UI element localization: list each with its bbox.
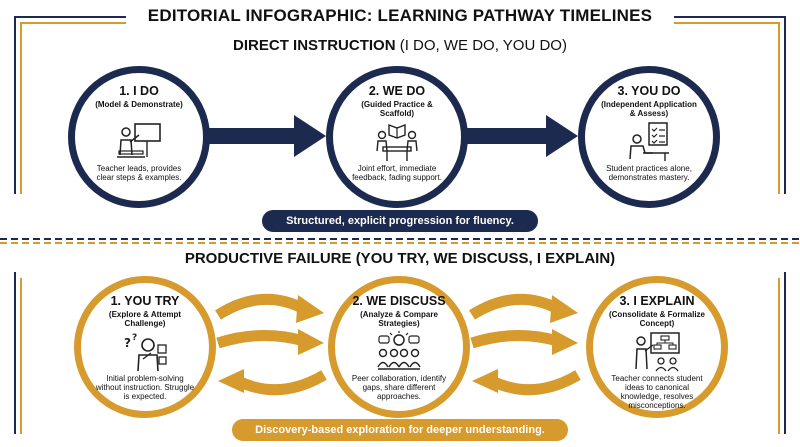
direct-heading-light: (I DO, WE DO, YOU DO) bbox=[399, 37, 567, 54]
teacher-presenting-icon bbox=[117, 123, 161, 158]
step-subtitle: (Guided Practice & Scaffold) bbox=[361, 100, 433, 118]
group-table-icon bbox=[376, 123, 418, 161]
frame-bottom-right-navy bbox=[784, 272, 786, 434]
main-title: EDITORIAL INFOGRAPHIC: LEARNING PATHWAY … bbox=[147, 6, 653, 25]
direct-instruction-heading: DIRECT INSTRUCTION (I DO, WE DO, YOU DO) bbox=[0, 37, 800, 54]
arrow-right-icon bbox=[206, 115, 326, 157]
discussion-group-icon bbox=[377, 331, 421, 370]
frame-top-left-navy bbox=[14, 16, 126, 18]
step-title: 2. WE DO bbox=[368, 84, 426, 98]
step-title: 1. YOU TRY bbox=[110, 294, 180, 308]
step-subtitle: (Explore & Attempt Challenge) bbox=[108, 310, 182, 328]
arrow-right-icon bbox=[458, 115, 578, 157]
step-title: 2. WE DISCUSS bbox=[352, 294, 446, 308]
step-we-discuss: 2. WE DISCUSS (Analyze & Compare Strateg… bbox=[328, 276, 470, 418]
productive-summary-pill: Discovery-based exploration for deeper u… bbox=[232, 419, 568, 441]
svg-text:?: ? bbox=[124, 336, 131, 350]
step-subtitle: (Independent Application & Assess) bbox=[601, 100, 697, 118]
step-we-do: 2. WE DO (Guided Practice & Scaffold) Jo… bbox=[326, 66, 468, 208]
divider-gold bbox=[0, 242, 800, 244]
direct-summary-pill: Structured, explicit progression for flu… bbox=[262, 210, 538, 232]
step-description: Student practices alone, demonstrates ma… bbox=[606, 164, 692, 182]
step-subtitle: (Consolidate & Formalize Concept) bbox=[608, 310, 705, 328]
step-title: 1. I DO bbox=[119, 84, 159, 98]
step-subtitle: (Model & Demonstrate) bbox=[95, 100, 183, 109]
step-you-try: 1. YOU TRY (Explore & Attempt Challenge)… bbox=[74, 276, 216, 418]
step-description: Initial problem-solving without instruct… bbox=[95, 374, 195, 401]
frame-bottom-left-gold bbox=[20, 278, 22, 434]
step-title: 3. I EXPLAIN bbox=[619, 294, 695, 308]
frame-top-right-navy bbox=[674, 16, 786, 18]
step-you-do: 3. YOU DO (Independent Application & Ass… bbox=[578, 66, 720, 208]
frame-bottom-right-gold bbox=[778, 278, 780, 434]
direct-heading-bold: DIRECT INSTRUCTION bbox=[233, 37, 396, 54]
frame-top-left-gold bbox=[20, 22, 126, 24]
productive-failure-heading: PRODUCTIVE FAILURE (YOU TRY, WE DISCUSS,… bbox=[184, 250, 616, 267]
step-title: 3. YOU DO bbox=[617, 84, 681, 98]
cycle-arrows-icon bbox=[469, 293, 581, 396]
frame-left-gold bbox=[20, 22, 22, 194]
puzzled-student-icon: ? ? bbox=[124, 333, 167, 372]
step-description: Peer collaboration, identify gaps, share… bbox=[351, 374, 447, 401]
step-i-explain: 3. I EXPLAIN (Consolidate & Formalize Co… bbox=[586, 276, 728, 418]
svg-text:?: ? bbox=[132, 333, 137, 343]
step-i-do: 1. I DO (Model & Demonstrate) Teacher le… bbox=[68, 66, 210, 208]
student-checklist-icon bbox=[629, 122, 669, 161]
cycle-arrows-icon bbox=[215, 293, 327, 396]
frame-right-navy bbox=[784, 16, 786, 194]
divider-navy bbox=[0, 238, 800, 240]
step-description: Teacher leads, provides clear steps & ex… bbox=[96, 164, 182, 182]
step-description: Teacher connects student ideas to canoni… bbox=[611, 374, 703, 410]
frame-right-gold bbox=[778, 22, 780, 194]
teacher-diagram-icon bbox=[635, 332, 680, 372]
step-description: Joint effort, immediate feedback, fading… bbox=[352, 164, 442, 182]
step-subtitle: (Analyze & Compare Strategies) bbox=[360, 310, 438, 328]
frame-top-right-gold bbox=[674, 22, 780, 24]
frame-left-navy bbox=[14, 16, 16, 194]
frame-bottom-left-navy bbox=[14, 272, 16, 434]
